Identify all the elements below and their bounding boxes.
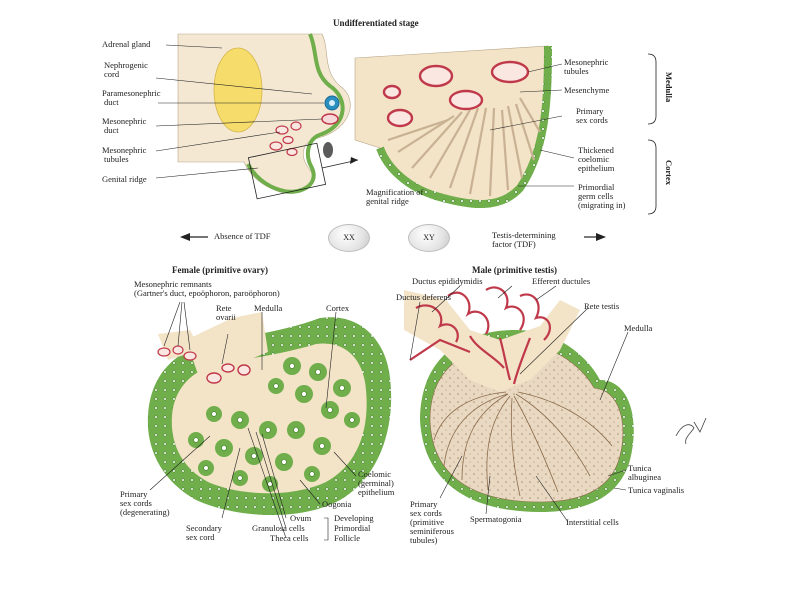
label-mesonephric-tubules-2: tubules bbox=[104, 155, 129, 165]
label-female-primary-3: (degenerating) bbox=[120, 508, 170, 518]
label-adrenal-gland: Adrenal gland bbox=[102, 40, 150, 50]
undifferentiated-section bbox=[178, 34, 350, 199]
label-vaginalis: Tunica vaginalis bbox=[628, 486, 684, 496]
label-magnification-2: genital ridge bbox=[366, 197, 409, 207]
label-female-medulla: Medulla bbox=[254, 304, 282, 314]
label-medulla-bracket: Medulla bbox=[664, 72, 674, 102]
xy-chromosome-badge: XY bbox=[408, 224, 450, 252]
label-tdf-2: factor (TDF) bbox=[492, 240, 536, 250]
male-title: Male (primitive testis) bbox=[472, 265, 557, 275]
medulla-bracket bbox=[648, 54, 656, 124]
label-mesonephric-duct-2: duct bbox=[104, 126, 119, 136]
label-female-cortex: Cortex bbox=[326, 304, 349, 314]
label-albuginea-2: albuginea bbox=[628, 473, 661, 483]
cortex-bracket bbox=[648, 140, 656, 214]
xx-chromosome-badge: XX bbox=[328, 224, 370, 252]
label-theca: Theca cells bbox=[270, 534, 308, 544]
label-thickened-3: epithelium bbox=[578, 164, 614, 174]
label-efferent: Efferent ductules bbox=[532, 277, 590, 287]
label-male-primary-5: tubules) bbox=[410, 536, 437, 546]
label-mesenchyme: Mesenchyme bbox=[564, 86, 609, 96]
label-deferens: Ductus deferens bbox=[396, 293, 451, 303]
label-primordial-3: (migrating in) bbox=[578, 201, 625, 211]
primitive-testis bbox=[404, 287, 634, 512]
label-secondary-2: sex cord bbox=[186, 533, 215, 543]
label-r-mesonephric-2: tubules bbox=[564, 67, 589, 77]
label-developing-3: Follicle bbox=[334, 534, 360, 544]
label-epididymidis: Ductus epididymidis bbox=[412, 277, 483, 287]
adrenal-gland-shape bbox=[214, 48, 262, 132]
label-cortex-bracket: Cortex bbox=[664, 160, 674, 185]
primitive-ovary bbox=[148, 312, 391, 515]
label-nephrogenic-2: cord bbox=[104, 70, 119, 80]
label-male-medulla: Medulla bbox=[624, 324, 652, 334]
label-rete-testis: Rete testis bbox=[584, 302, 619, 312]
label-oogonia: Oogonia bbox=[322, 500, 351, 510]
label-interstitial: Interstitial cells bbox=[566, 518, 619, 528]
label-spermatogonia: Spermatogonia bbox=[470, 515, 521, 525]
top-title: Undifferentiated stage bbox=[333, 18, 419, 28]
mesonephric-duct-shape bbox=[322, 114, 338, 124]
female-title: Female (primitive ovary) bbox=[172, 265, 268, 275]
label-genital-ridge: Genital ridge bbox=[102, 175, 147, 185]
label-rete-ovarii-2: ovarii bbox=[216, 313, 236, 323]
label-coelomic-3: epithelium bbox=[358, 488, 394, 498]
label-paramesonephric-2: duct bbox=[104, 98, 119, 108]
label-primary-sex-cords-2: sex cords bbox=[576, 116, 608, 126]
label-remnants-2: (Gartner's duct, epoöphoron, paroöphoron… bbox=[134, 289, 280, 299]
magnified-genital-ridge bbox=[355, 46, 548, 204]
artist-signature-mark bbox=[676, 418, 706, 444]
label-absence-tdf: Absence of TDF bbox=[214, 232, 271, 242]
